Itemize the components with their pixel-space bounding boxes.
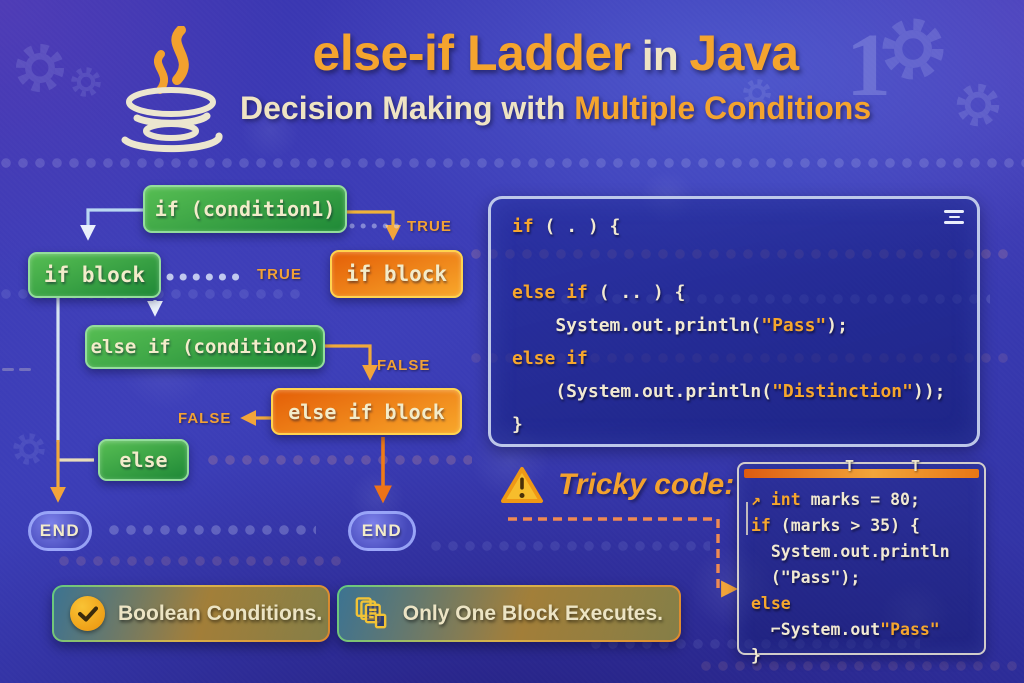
flow-node-if-block-right: if block bbox=[330, 250, 463, 298]
dot-row bbox=[0, 157, 1024, 169]
badge-label: Boolean Conditions. bbox=[118, 601, 323, 625]
badge-boolean-conditions: Boolean Conditions. bbox=[52, 585, 330, 642]
page-subtitle: Decision Making with Multiple Conditions bbox=[240, 89, 872, 126]
check-icon bbox=[70, 596, 105, 631]
header: else-if Ladder in Java Decision Making w… bbox=[116, 20, 871, 158]
flow-node-else: else bbox=[98, 439, 189, 481]
tricky-code-label: Tricky code: bbox=[558, 468, 735, 501]
tricky-code-panel: T T ↗ int marks = 80;if (marks > 35) { S… bbox=[737, 457, 986, 665]
badge-label: Only One Block Executes. bbox=[402, 601, 663, 625]
decor-dash bbox=[19, 368, 31, 371]
tricky-code-heading: Tricky code: bbox=[500, 465, 734, 505]
gear-icon bbox=[13, 433, 45, 465]
tricky-panel-code: ↗ int marks = 80;if (marks > 35) { Syste… bbox=[751, 490, 950, 665]
flow-node-else-if-condition2: else if (condition2) bbox=[85, 325, 325, 369]
java-logo-icon bbox=[121, 26, 223, 153]
menu-lines-icon[interactable] bbox=[944, 210, 964, 224]
label-true-mid: TRUE bbox=[257, 266, 302, 283]
flow-node-if-condition1: if (condition1) bbox=[143, 185, 347, 233]
badge-one-block-executes: Only One Block Executes. bbox=[337, 585, 681, 642]
gear-icon bbox=[956, 83, 1000, 127]
flow-node-else-if-block: else if block bbox=[271, 388, 462, 435]
label-false-left: FALSE bbox=[178, 410, 232, 427]
arrow-cond1-to-ifblock-right bbox=[347, 210, 401, 241]
dot-row bbox=[430, 540, 710, 552]
page-title: else-if Ladder in Java bbox=[312, 25, 800, 81]
arrow-cond2-to-elseifblock bbox=[325, 344, 378, 381]
code-panel-code: if ( . ) { else if ( .. ) { System.out.p… bbox=[512, 216, 946, 435]
dashed-tricky-connector bbox=[508, 517, 739, 598]
pin-icon: T bbox=[911, 457, 921, 475]
decor-dash bbox=[2, 368, 14, 371]
pin-icon: T bbox=[845, 457, 855, 475]
panel-top-bar bbox=[744, 469, 979, 478]
gear-icon bbox=[71, 67, 101, 97]
label-true-right: TRUE bbox=[407, 218, 452, 235]
cursor-tick bbox=[746, 502, 748, 535]
flow-node-if-block-left: if block bbox=[28, 252, 161, 298]
dot-row bbox=[207, 454, 472, 466]
title-block: else-if Ladder in Java Decision Making w… bbox=[240, 20, 871, 127]
gear-icon bbox=[15, 43, 65, 93]
dot-row bbox=[108, 524, 316, 536]
stacked-copies-icon bbox=[355, 597, 387, 629]
flow-node-end-left: END bbox=[28, 511, 92, 551]
dot-row bbox=[58, 555, 348, 567]
arrow-cond1-to-ifblock-left bbox=[80, 208, 143, 241]
flow-node-end-right: END bbox=[348, 511, 416, 551]
warning-triangle-icon bbox=[501, 467, 543, 503]
decor-digit-one: 1 bbox=[846, 16, 891, 115]
code-panel: if ( . ) { else if ( .. ) { System.out.p… bbox=[488, 196, 980, 447]
label-false-right: FALSE bbox=[377, 357, 431, 374]
